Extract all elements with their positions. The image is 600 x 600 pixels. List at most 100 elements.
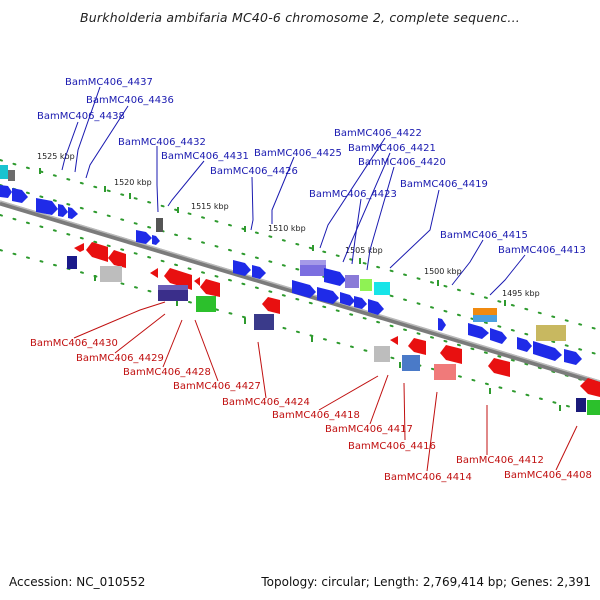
gene-label: BamMC406_4420 bbox=[358, 157, 446, 168]
outer-top-track bbox=[0, 159, 600, 331]
gene-arrow bbox=[74, 243, 84, 252]
gene-block bbox=[8, 170, 15, 181]
gene-arrow bbox=[517, 337, 532, 352]
gene-arrow bbox=[36, 198, 58, 215]
gene-block bbox=[374, 346, 390, 362]
scale-label: 1510 kbp bbox=[268, 224, 306, 233]
scale-label: 1495 kbp bbox=[502, 289, 540, 298]
gene-arrow bbox=[12, 188, 28, 203]
gene-label: BamMC406_4408 bbox=[504, 470, 592, 481]
gene-block bbox=[402, 355, 420, 371]
gene-arrow bbox=[368, 299, 384, 315]
gene-block bbox=[473, 308, 497, 316]
inner-top-track bbox=[0, 184, 600, 356]
gene-block bbox=[196, 296, 216, 312]
gene-arrow bbox=[564, 349, 582, 365]
inner-bottom-track bbox=[0, 214, 600, 386]
gene-block bbox=[300, 260, 326, 265]
gene-block bbox=[100, 266, 122, 282]
bottom-gene-labels: BamMC406_4430 BamMC406_4429 BamMC406_442… bbox=[30, 338, 592, 483]
gene-arrow bbox=[108, 250, 126, 268]
gene-arrow bbox=[262, 297, 280, 314]
gene-arrow bbox=[152, 235, 160, 245]
outer-bottom-track bbox=[0, 249, 600, 416]
gene-block bbox=[374, 282, 390, 295]
gene-label: BamMC406_4412 bbox=[456, 455, 544, 466]
map-title: Burkholderia ambifaria MC40-6 chromosome… bbox=[80, 10, 520, 25]
gene-arrow bbox=[194, 277, 200, 286]
gene-label: BamMC406_4438 bbox=[37, 111, 125, 122]
gene-arrow bbox=[488, 358, 510, 377]
gene-arrow bbox=[490, 328, 507, 344]
gene-arrow bbox=[408, 338, 426, 355]
accession-text: Accession: NC_010552 bbox=[9, 575, 146, 589]
gene-label: BamMC406_4425 bbox=[254, 148, 342, 159]
gene-arrow bbox=[164, 268, 192, 290]
scale-label: 1520 kbp bbox=[114, 178, 152, 187]
gene-arrow bbox=[252, 265, 266, 279]
gene-block bbox=[434, 364, 456, 380]
gene-label: BamMC406_4415 bbox=[440, 230, 528, 241]
gene-arrow bbox=[468, 323, 489, 339]
gene-arrow bbox=[580, 378, 600, 397]
gene-arrow bbox=[317, 287, 339, 304]
gene-label: BamMC406_4428 bbox=[123, 367, 211, 378]
gene-label: BamMC406_4424 bbox=[222, 397, 310, 408]
gene-arrow bbox=[0, 185, 12, 198]
gene-block bbox=[360, 279, 372, 291]
gene-arrow bbox=[438, 318, 446, 331]
gene-arrow bbox=[354, 296, 367, 309]
leader-lines-top bbox=[61, 86, 526, 296]
topology-summary: Topology: circular; Length: 2,769,414 bp… bbox=[261, 575, 591, 589]
gene-arrow bbox=[200, 279, 220, 297]
gene-label: BamMC406_4431 bbox=[161, 151, 249, 162]
gene-arrow bbox=[136, 230, 152, 244]
gene-block bbox=[158, 285, 188, 290]
gene-block bbox=[67, 256, 77, 269]
scale-labels: 1525 kbp 1520 kbp 1515 kbp 1510 kbp 1505… bbox=[37, 152, 540, 298]
gene-label: BamMC406_4437 bbox=[65, 77, 153, 88]
gene-label: BamMC406_4414 bbox=[384, 472, 472, 483]
gene-label: BamMC406_4423 bbox=[309, 189, 397, 200]
dotted-tracks bbox=[0, 159, 600, 416]
gene-arrow bbox=[292, 280, 316, 298]
gene-label: BamMC406_4421 bbox=[348, 143, 436, 154]
gene-label: BamMC406_4419 bbox=[400, 179, 488, 190]
scale-label: 1525 kbp bbox=[37, 152, 75, 161]
gene-block bbox=[156, 218, 163, 232]
top-gene-labels: BamMC406_4437 BamMC406_4436 BamMC406_443… bbox=[37, 77, 586, 256]
gene-label: BamMC406_4418 bbox=[272, 410, 360, 421]
scale-label: 1500 kbp bbox=[424, 267, 462, 276]
gene-label: BamMC406_4436 bbox=[86, 95, 174, 106]
gene-arrow bbox=[150, 268, 158, 278]
gene-label: BamMC406_4432 bbox=[118, 137, 206, 148]
gene-block bbox=[345, 275, 359, 288]
gene-arrow bbox=[340, 292, 355, 306]
gene-arrow bbox=[58, 204, 68, 217]
gene-label: BamMC406_4416 bbox=[348, 441, 436, 452]
gene-arrow bbox=[233, 260, 251, 276]
gene-block bbox=[254, 314, 274, 330]
tick-marks bbox=[39, 168, 561, 411]
gene-arrow bbox=[68, 207, 78, 219]
gene-label: BamMC406_4430 bbox=[30, 338, 118, 349]
gene-label: BamMC406_4429 bbox=[76, 353, 164, 364]
gene-block bbox=[536, 325, 566, 341]
gene-block bbox=[576, 398, 586, 412]
gene-arrow bbox=[390, 336, 398, 345]
gene-block bbox=[0, 165, 8, 179]
leader-lines-bottom bbox=[73, 301, 578, 472]
scale-label: 1505 kbp bbox=[345, 246, 383, 255]
gene-arrow bbox=[324, 268, 346, 286]
gene-label: BamMC406_4417 bbox=[325, 424, 413, 435]
gene-label: BamMC406_4426 bbox=[210, 166, 298, 177]
gene-label: BamMC406_4413 bbox=[498, 245, 586, 256]
gene-block bbox=[587, 400, 600, 415]
gene-arrow bbox=[533, 341, 562, 361]
gene-arrow bbox=[86, 242, 108, 262]
gene-label: BamMC406_4422 bbox=[334, 128, 422, 139]
gene-block bbox=[473, 315, 497, 322]
scale-label: 1515 kbp bbox=[191, 202, 229, 211]
top-strand-genes bbox=[0, 165, 582, 365]
